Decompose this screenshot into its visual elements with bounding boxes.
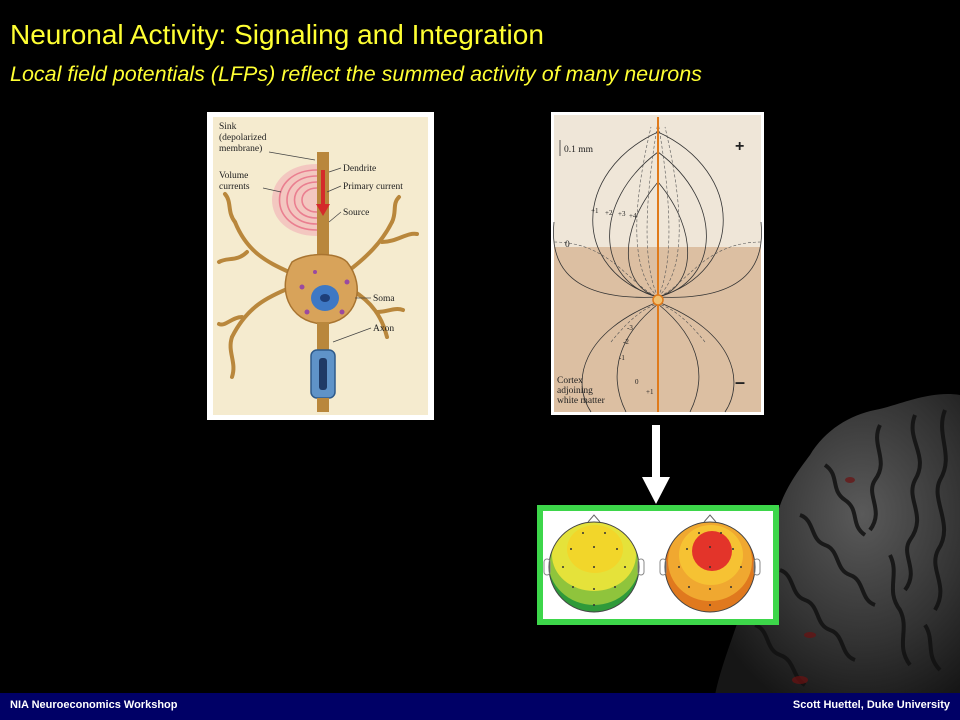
label-minus1: -1 bbox=[619, 354, 625, 362]
footer-left-text: NIA Neuroeconomics Workshop bbox=[10, 699, 178, 711]
neuron-figure: Sink (depolarized membrane) Volume curre… bbox=[207, 112, 434, 420]
label-soma: Soma bbox=[373, 294, 395, 304]
label-plus: + bbox=[735, 138, 744, 155]
label-cortex: Cortex bbox=[557, 376, 583, 386]
eeg-topography-figure bbox=[537, 505, 779, 625]
slide-title: Neuronal Activity: Signaling and Integra… bbox=[10, 19, 544, 50]
footer-right-text: Scott Huettel, Duke University bbox=[792, 699, 950, 711]
label-cortex-2: adjoining bbox=[557, 386, 593, 396]
label-cortex-3: white matter bbox=[557, 396, 606, 406]
label-minus: – bbox=[735, 372, 745, 392]
label-primary-current: Primary current bbox=[343, 182, 403, 192]
label-minus3: -3 bbox=[627, 324, 633, 332]
label-dendrite: Dendrite bbox=[343, 164, 376, 174]
label-sink: Sink bbox=[219, 122, 237, 132]
label-sink-2: (depolarized bbox=[219, 132, 267, 143]
label-sink-3: membrane) bbox=[219, 143, 262, 154]
label-volume: Volume bbox=[219, 171, 248, 181]
label-plus1: +1 bbox=[591, 207, 599, 215]
label-plus3: +3 bbox=[618, 210, 626, 218]
label-plus2: +2 bbox=[605, 209, 613, 217]
label-source: Source bbox=[343, 208, 369, 218]
label-zero-bottom: 0 bbox=[635, 378, 639, 386]
label-minus2: -2 bbox=[623, 338, 629, 346]
label-volume-2: currents bbox=[219, 182, 250, 192]
label-axon: Axon bbox=[373, 324, 394, 334]
eeg-map-left bbox=[549, 522, 639, 612]
label-zero-top: 0 bbox=[565, 240, 570, 250]
label-plus4: +4 bbox=[629, 212, 637, 220]
footer-bar: NIA Neuroeconomics Workshop Scott Huette… bbox=[0, 693, 960, 720]
label-plus1-bottom: +1 bbox=[646, 388, 654, 396]
slide-subtitle: Local field potentials (LFPs) reflect th… bbox=[10, 62, 702, 86]
field-lines-figure: 0.1 mm + – 0 +1 +2 +3 +4 -3 -2 -1 0 +1 C… bbox=[551, 112, 764, 415]
down-arrow-icon bbox=[642, 425, 670, 504]
label-scale: 0.1 mm bbox=[564, 145, 594, 155]
